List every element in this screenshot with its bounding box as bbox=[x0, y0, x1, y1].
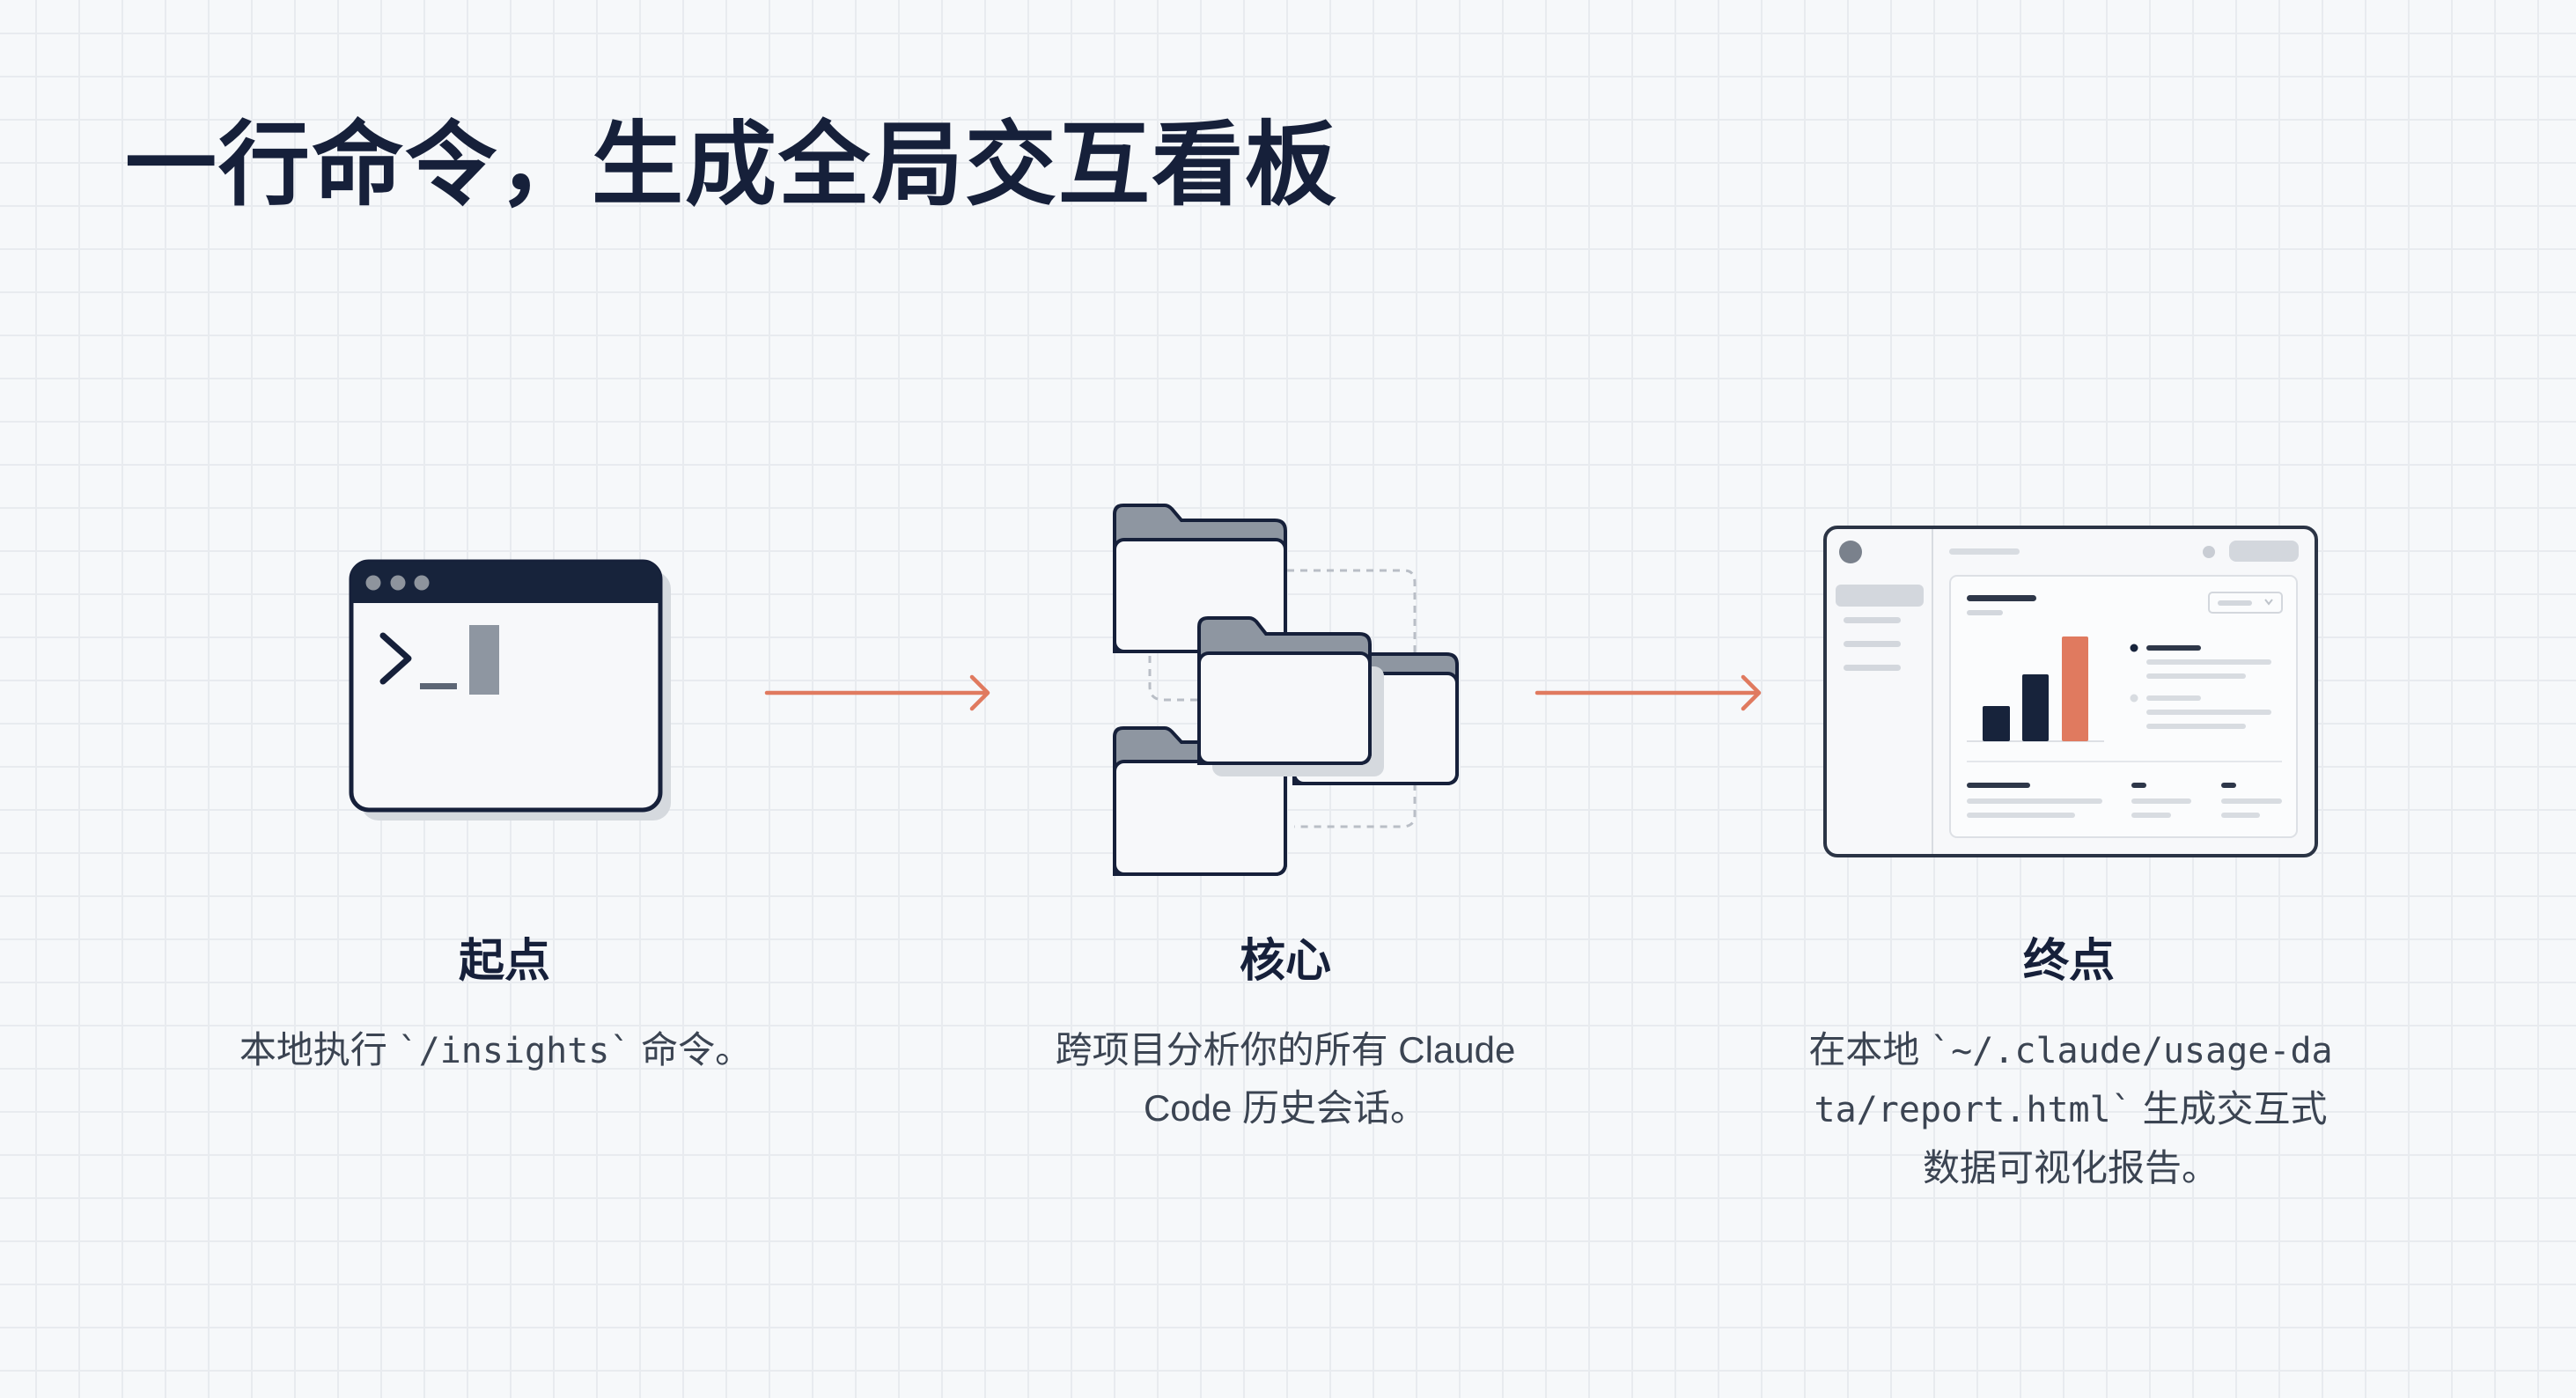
legend-line bbox=[2146, 710, 2271, 715]
folder-icon bbox=[1113, 726, 1287, 876]
legend-line bbox=[2146, 673, 2246, 679]
legend-line bbox=[2146, 645, 2201, 651]
chart-bar-icon bbox=[2062, 636, 2088, 741]
arrow-right-icon bbox=[764, 674, 990, 711]
prompt-chevron-icon bbox=[379, 632, 412, 685]
legend-line bbox=[2146, 724, 2246, 729]
description-text: 命令。 bbox=[630, 1029, 753, 1071]
window-dot-icon bbox=[414, 575, 430, 591]
footer-heading-line bbox=[2131, 783, 2146, 788]
footer-heading-line bbox=[1967, 783, 2030, 788]
command-code: `/insights` bbox=[397, 1031, 631, 1071]
header-dot-icon bbox=[2203, 546, 2215, 558]
legend-dot-icon bbox=[2130, 694, 2138, 703]
sidebar-active-item bbox=[1836, 585, 1924, 607]
step-description-core: 跨项目分析你的所有 Claude Code 历史会话。 bbox=[1030, 1021, 1541, 1138]
step-label-start: 起点 bbox=[458, 936, 551, 987]
footer-line bbox=[2221, 813, 2260, 818]
chevron-down-icon bbox=[2264, 599, 2273, 606]
footer-line bbox=[1967, 813, 2075, 818]
step-description-end: 在本地 `~/.claude/usage-data/report.html` 生… bbox=[1807, 1021, 2335, 1197]
dropdown-label-line bbox=[2218, 600, 2252, 606]
footer-heading-line bbox=[2221, 783, 2236, 788]
window-dot-icon bbox=[390, 575, 406, 591]
card-subtitle-line bbox=[1967, 610, 2003, 615]
prompt-underscore-icon bbox=[420, 683, 457, 689]
sidebar-item bbox=[1844, 641, 1901, 647]
legend-dot-icon bbox=[2130, 644, 2138, 652]
footer-line bbox=[2131, 813, 2171, 818]
dashed-connector bbox=[1294, 784, 1417, 828]
description-text: 跨项目分析你的所有 Claude Code 历史会话。 bbox=[1055, 1029, 1516, 1129]
dashed-connector bbox=[1148, 656, 1197, 702]
chart-card bbox=[1949, 575, 2298, 838]
sidebar-item bbox=[1844, 617, 1901, 623]
dashboard-icon bbox=[1823, 526, 2318, 857]
description-text: 本地执行 bbox=[239, 1029, 398, 1071]
folders-icon bbox=[1113, 504, 1459, 876]
chart-bar-icon bbox=[2022, 674, 2049, 741]
header-button bbox=[2229, 541, 2299, 562]
folder-icon bbox=[1197, 616, 1372, 765]
header-title-line bbox=[1949, 548, 2020, 555]
cursor-block-icon bbox=[469, 625, 499, 695]
footer-line bbox=[2221, 798, 2282, 804]
terminal-icon bbox=[349, 559, 671, 820]
dashed-connector bbox=[1287, 569, 1417, 653]
step-label-end: 终点 bbox=[2022, 936, 2116, 987]
arrow-right-icon bbox=[1535, 674, 1762, 711]
avatar-icon bbox=[1839, 541, 1862, 563]
legend-line bbox=[2146, 695, 2201, 701]
chart-bar-icon bbox=[1983, 706, 2010, 741]
arrow-head bbox=[969, 674, 990, 711]
step-label-core: 核心 bbox=[1239, 936, 1332, 987]
step-description-start: 本地执行 `/insights` 命令。 bbox=[223, 1021, 769, 1080]
footer-line bbox=[1967, 798, 2102, 804]
terminal-title-bar bbox=[351, 562, 660, 603]
page-title: 一行命令，生成全局交互看板 bbox=[125, 114, 1339, 217]
footer-line bbox=[2131, 798, 2191, 804]
legend-line bbox=[2146, 659, 2271, 665]
arrow-head bbox=[1741, 674, 1762, 711]
window-dot-icon bbox=[365, 575, 381, 591]
file-path-code: `~/.claude/usage-data/report.html` bbox=[1814, 1031, 2333, 1130]
description-text: 在本地 bbox=[1808, 1029, 1931, 1071]
sidebar-item bbox=[1844, 665, 1901, 671]
card-title-line bbox=[1967, 595, 2036, 601]
description-text: 生成交互式数据可视化报告。 bbox=[1922, 1088, 2328, 1188]
